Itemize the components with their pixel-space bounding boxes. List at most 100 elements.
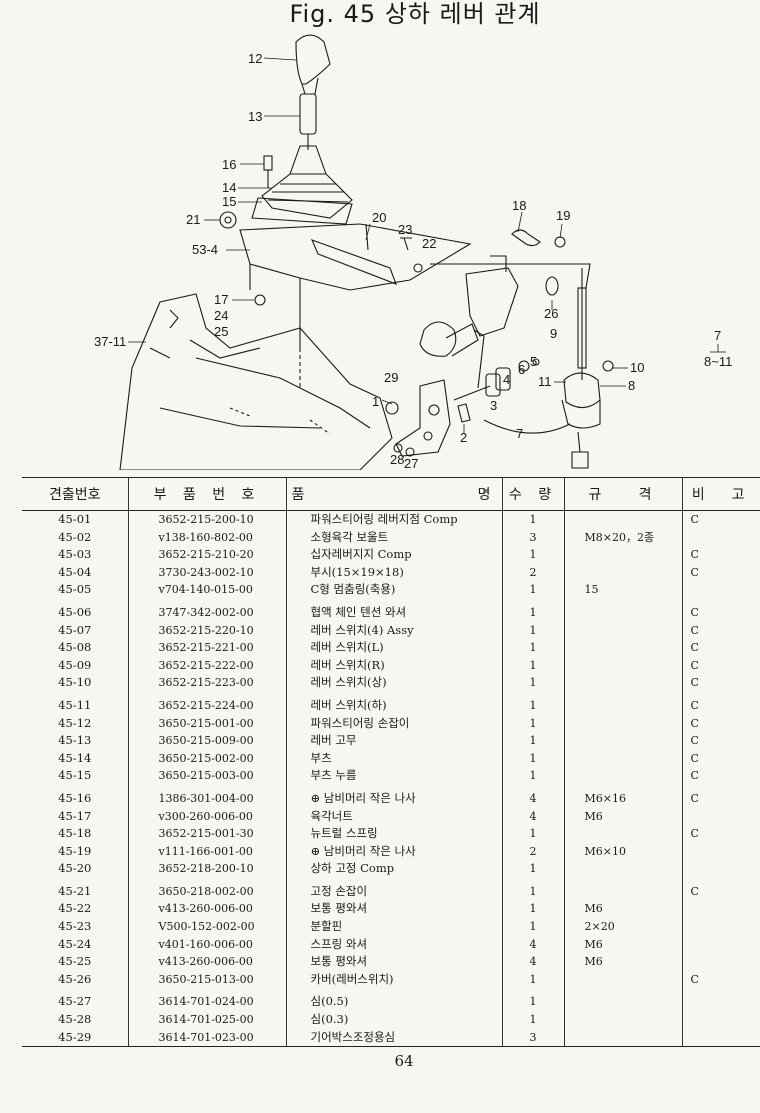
cell-quantity: 4	[501, 935, 564, 954]
cell-part-name: 스프링 와셔	[285, 935, 502, 954]
cell-ref-number: 45-10	[58, 675, 92, 690]
cell-quantity: 4	[501, 807, 564, 826]
cell-remarks	[681, 900, 760, 919]
cell-quantity: 1	[501, 900, 564, 919]
cell-remarks: C	[681, 732, 760, 750]
cell-ref-number: 45-17	[58, 808, 92, 823]
cell-part-name: 소형육각 보울트	[285, 528, 502, 547]
cell-part-number: 3652-215-210-20	[127, 546, 286, 564]
cell-quantity: 1	[501, 767, 564, 785]
cell-remarks: C	[681, 598, 760, 622]
cell-remarks	[681, 1028, 760, 1048]
cell-part-name: 분할핀	[285, 918, 502, 936]
cell-quantity: 1	[501, 970, 564, 989]
cell-quantity: 1	[501, 639, 564, 657]
cell-part-name: 기어박스조정용심	[285, 1028, 502, 1048]
callout-16: 16	[222, 157, 236, 172]
cell-part-name: ⊕ 남비머리 작은 나사	[285, 784, 502, 808]
cell-ref-number: 45-05	[58, 582, 92, 597]
cell-spec: M6	[563, 953, 682, 971]
cell-part-name: 상하 고정 Comp	[285, 860, 502, 878]
cell-spec	[563, 825, 682, 843]
cell-spec	[563, 732, 682, 750]
cell-remarks	[681, 528, 760, 547]
cell-part-name: 육각너트	[285, 807, 502, 826]
cell-ref-number: 45-19	[58, 843, 92, 858]
cell-part-name: 보통 평와셔	[285, 953, 502, 971]
callout-53-4: 53-4	[192, 242, 218, 257]
cell-remarks: C	[681, 767, 760, 785]
cell-spec	[563, 656, 682, 675]
cell-ref-number: 45-23	[58, 919, 92, 934]
cell-spec	[563, 988, 682, 1012]
cell-remarks	[681, 1011, 760, 1029]
cell-remarks	[681, 988, 760, 1012]
cell-ref-number: 45-25	[58, 954, 92, 969]
cell-part-number: 3650-215-002-00	[127, 749, 286, 768]
console-frame-part	[119, 293, 393, 470]
cell-part-number: v138-160-802-00	[127, 528, 286, 547]
cell-quantity: 1	[501, 674, 564, 692]
cell-ref-number: 45-01	[58, 512, 92, 526]
callout-27: 27	[404, 456, 418, 470]
cell-spec: M6×10	[563, 842, 682, 861]
cell-remarks: C	[681, 877, 760, 901]
cell-spec	[563, 714, 682, 733]
callout-28: 28	[390, 452, 404, 467]
callout-1: 1	[372, 394, 379, 409]
cell-spec	[563, 767, 682, 785]
cell-part-name: 파워스티어링 레버지점 Comp	[285, 510, 502, 529]
cell-ref-number: 45-04	[58, 564, 92, 579]
callout-19: 19	[556, 208, 570, 223]
cell-part-name: 레버 스위치(R)	[285, 656, 502, 675]
cell-ref-number: 45-02	[58, 529, 92, 544]
cell-part-name: 협액 체인 텐션 와셔	[285, 598, 502, 622]
cell-part-name: 보통 평와셔	[285, 900, 502, 919]
callout-21: 21	[186, 212, 200, 227]
header-quantity: 수 량	[501, 477, 564, 511]
callout-7: 7	[516, 426, 523, 441]
cell-part-number: v111-166-001-00	[127, 842, 286, 861]
cell-ref-number: 45-18	[58, 826, 92, 841]
cell-remarks: C	[681, 714, 760, 733]
cell-spec: 15	[563, 581, 682, 599]
cell-quantity: 1	[501, 877, 564, 901]
cell-spec	[563, 749, 682, 768]
cell-ref-number: 45-08	[58, 640, 92, 655]
cell-part-number: V500-152-002-00	[127, 918, 286, 936]
cell-quantity: 1	[501, 621, 564, 640]
callout-5: 5	[530, 354, 537, 369]
callout-26: 26	[544, 306, 558, 321]
callout-23: 23	[398, 222, 412, 237]
cell-quantity: 1	[501, 918, 564, 936]
cell-remarks: C	[681, 656, 760, 675]
cell-ref-number: 45-11	[58, 697, 92, 712]
cell-part-number: 3652-215-220-10	[127, 621, 286, 640]
cell-part-name: 부시(15×19×18)	[285, 563, 502, 582]
callout-9: 9	[550, 326, 557, 341]
callout-4: 4	[503, 372, 510, 387]
cell-spec	[563, 1011, 682, 1029]
callout-2: 2	[460, 430, 467, 445]
cell-part-number: 3652-215-221-00	[127, 639, 286, 657]
cell-remarks: C	[681, 749, 760, 768]
cell-ref-number: 45-28	[58, 1012, 92, 1027]
cell-part-name: 심(0.5)	[285, 988, 502, 1012]
cell-remarks: C	[681, 546, 760, 564]
cell-part-name: 레버 스위치(상)	[285, 674, 502, 692]
cell-remarks: C	[681, 639, 760, 657]
callout-25: 25	[214, 324, 228, 339]
cell-spec	[563, 1028, 682, 1048]
cell-spec	[563, 598, 682, 622]
cell-remarks: C	[681, 563, 760, 582]
cell-ref-number: 45-15	[58, 768, 92, 783]
cell-part-number: 3652-215-224-00	[127, 691, 286, 715]
